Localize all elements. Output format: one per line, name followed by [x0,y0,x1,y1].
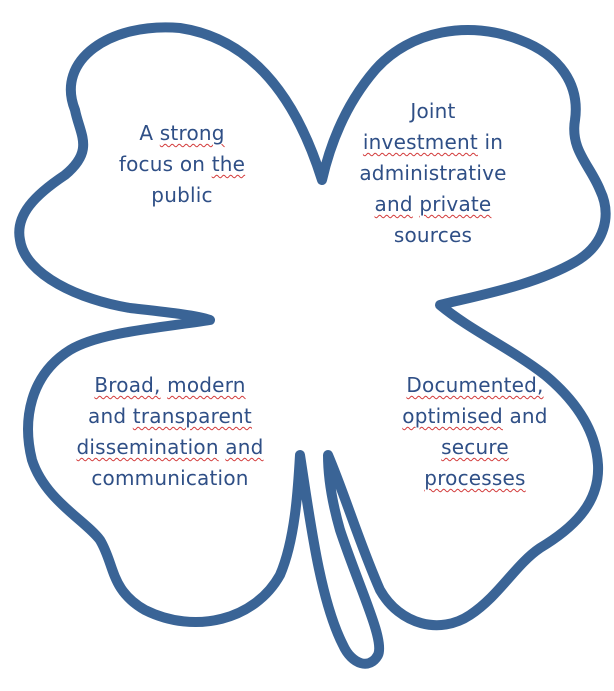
leaf-text-line: Documented, [375,370,575,401]
leaf-word: optimised [402,404,503,428]
leaf-text-line: communication [60,463,280,494]
leaf-text-line: Joint [338,96,528,127]
leaf-word: in [484,130,504,154]
leaf-word: dissemination [76,435,219,459]
clover-outline [14,22,611,669]
leaf-text-line: dissemination and [60,432,280,463]
leaf-word: Broad, [94,373,161,397]
leaf-word: and [88,404,127,428]
leaf-word: sources [393,223,473,247]
leaf-word: private [419,192,492,216]
leaf-word: transparent [132,404,252,428]
leaf-word: processes [424,466,526,490]
leaf-word: administrative [359,161,507,185]
leaf-top-right-text: Joint investment in administrative and priv… [338,96,528,251]
leaf-text-line: public [92,180,272,211]
leaf-text-line: optimised and [375,401,575,432]
leaf-word: secure [441,435,509,459]
leaf-word: communication [91,466,249,490]
leaf-text-line: Broad, modern [60,370,280,401]
leaf-word: and [225,435,264,459]
leaf-word: and [374,192,413,216]
leaf-text-line: secure [375,432,575,463]
leaf-word: Joint [410,99,456,123]
leaf-word: public [151,183,213,207]
leaf-word: modern [167,373,246,397]
leaf-text-line: A strong [92,118,272,149]
leaf-text-line: administrative [338,158,528,189]
leaf-text-line: focus on the [92,149,272,180]
leaf-word: the [211,152,246,176]
leaf-text-line: and private [338,189,528,220]
leaf-text-line: and transparent [60,401,280,432]
leaf-word: on [179,152,206,176]
leaf-word: Documented, [406,373,544,397]
leaf-text-line: investment in [338,127,528,158]
leaf-text-line: sources [338,220,528,251]
leaf-text-line: processes [375,463,575,494]
leaf-word: A [139,121,154,145]
leaf-word: investment [362,130,478,154]
leaf-word: strong [159,121,225,145]
leaf-word: focus [118,152,174,176]
leaf-word: and [509,404,548,428]
